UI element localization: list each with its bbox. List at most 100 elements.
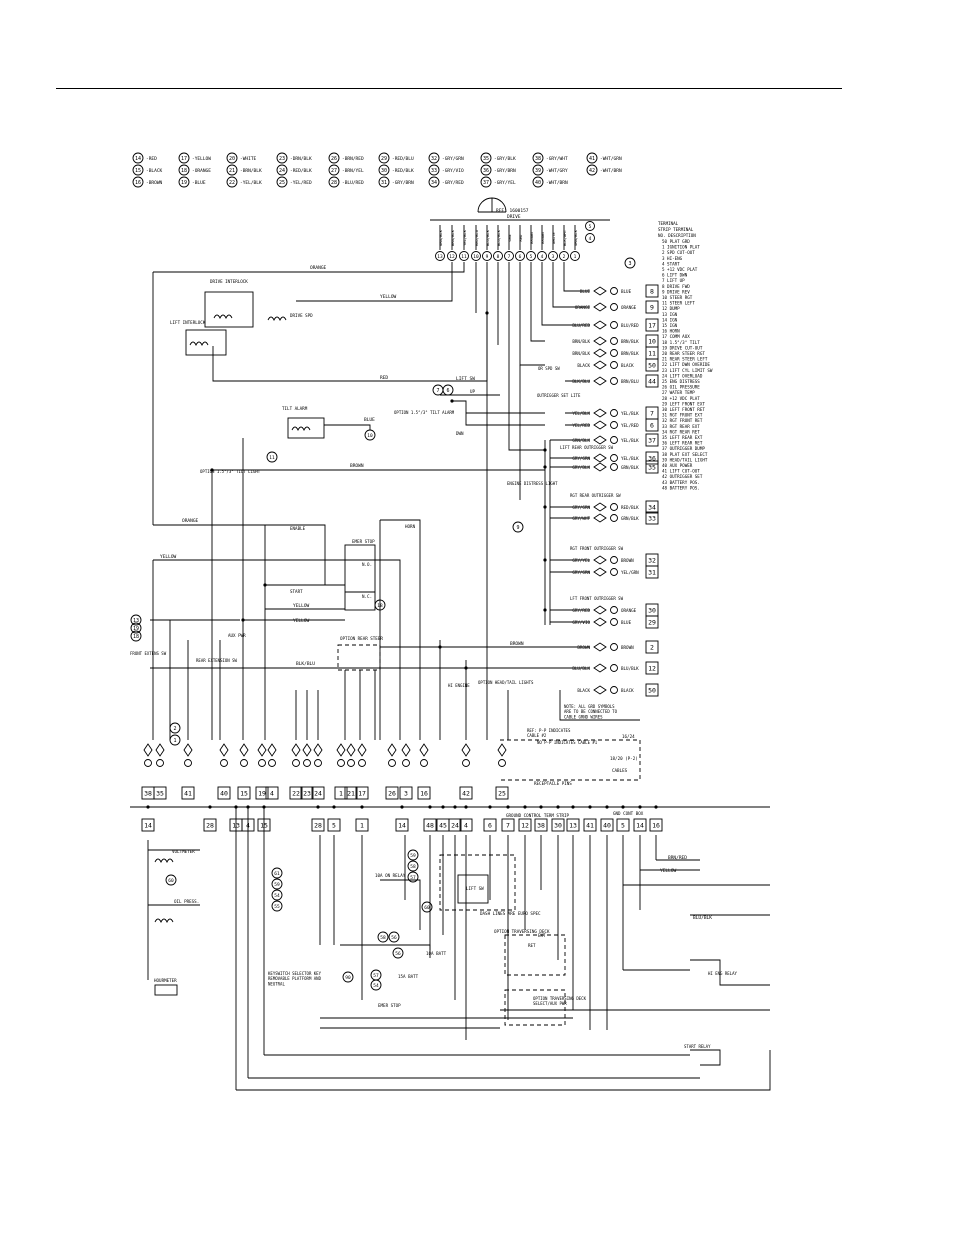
diagram-label-emer_stop: EMER STOP xyxy=(352,539,375,544)
terminal-wire-right: BLU/BLK xyxy=(621,666,639,671)
ground-strip-terminal: 12 xyxy=(518,818,532,832)
legend-color: -RED/BLU xyxy=(392,156,414,162)
terminal-number: 50 xyxy=(648,687,656,695)
connector-pin: 3 xyxy=(548,251,558,261)
junction-dot xyxy=(543,558,547,562)
terminal-strip-entry: 19 DRIVE CUT-OUT xyxy=(662,345,703,350)
callout-90: 90 xyxy=(342,971,354,983)
diagram-label-lift_interlock: LIFT INTERLOCK xyxy=(170,320,206,325)
diagram-label-yellow_top: YELLOW xyxy=(380,294,397,300)
ground-strip-terminal: 4 xyxy=(459,818,473,832)
terminal-box: 37 xyxy=(645,433,659,447)
terminal-pin xyxy=(593,663,607,673)
diagram-label-keyswitch: KEYSWITCH SELECTOR KEY xyxy=(268,971,322,976)
junction-dot xyxy=(360,805,364,809)
receptacle-number: 1 xyxy=(334,786,348,800)
diagram-label-blu_blk: BLU/BLK xyxy=(693,915,712,921)
callout-56: 56 xyxy=(388,931,400,943)
terminal-wire-right: BRN/BLK xyxy=(621,339,639,344)
callout-ring xyxy=(374,599,386,611)
receptacle-pin: 1 xyxy=(334,743,348,800)
terminal-wire-right: BLACK xyxy=(621,363,634,368)
receptacle-pin-shape xyxy=(419,743,429,757)
terminal-number: 4 xyxy=(270,790,274,798)
receptacle-pin-circle xyxy=(337,759,345,767)
terminal-strip-title: NO. DESCRIPTION xyxy=(658,233,696,238)
legend-number: 27 xyxy=(331,168,337,174)
ground-strip-terminal: 28 xyxy=(203,818,217,832)
diagram-label-yellow_c: YELLOW xyxy=(293,618,310,624)
terminal-frame xyxy=(181,786,195,800)
diagram-label-blk_blu: BLK/BLU xyxy=(296,661,315,667)
diagram-label-rgt_front: RGT FRONT OUTRIGGER SW xyxy=(570,546,624,551)
callout-number: 58 xyxy=(380,935,386,941)
legend-number: 24 xyxy=(279,168,285,174)
terminal-wire-right: BLUE xyxy=(621,620,632,625)
receptacle-pin-shape xyxy=(302,743,312,757)
legend-color: -BROWN xyxy=(146,180,163,186)
receptacle-number: 15 xyxy=(237,786,251,800)
terminal-pin-circle xyxy=(610,606,618,614)
terminal-frame xyxy=(423,818,437,832)
terminal-pin xyxy=(593,302,607,312)
terminal-frame xyxy=(217,786,231,800)
callout-ring xyxy=(169,734,181,746)
terminal-number: 17 xyxy=(648,322,656,330)
terminal-strip-title: STRIP TERMINAL xyxy=(658,227,694,232)
callout-ring xyxy=(377,931,389,943)
legend-item: 23-DRN/BLK xyxy=(276,152,312,164)
terminal-strip-entry: 32 RGT FRONT RET xyxy=(662,418,703,423)
receptacle-pin-shape xyxy=(143,743,153,757)
terminal-pin xyxy=(593,320,607,330)
terminal-wire-left: BLU/BLK xyxy=(572,666,590,671)
callout-ring xyxy=(548,251,558,261)
terminal-strip-entry: 38 PLAT EXT SELECT xyxy=(662,452,708,457)
callout-ring xyxy=(130,622,142,634)
legend-item: 15-BLACK xyxy=(132,164,163,176)
callout-ring xyxy=(471,251,481,261)
callout-11: 11 xyxy=(266,451,278,463)
terminal-number: 7 xyxy=(506,822,510,830)
callout-number: 58 xyxy=(410,864,416,870)
legend-number: 20 xyxy=(229,156,235,162)
pin-wire-label: WHITE xyxy=(551,232,556,244)
terminal-frame xyxy=(265,786,279,800)
terminal-frame xyxy=(483,818,497,832)
receptacle-pin-circle xyxy=(156,759,164,767)
receptacle-pin: 21 xyxy=(344,743,358,800)
ground-strip-terminal: 15 xyxy=(257,818,271,832)
legend-color: -GRY/BRN xyxy=(392,180,414,186)
terminal-number: 40 xyxy=(220,790,228,798)
pin-wire-label: RED xyxy=(518,234,523,242)
legend-number: 17 xyxy=(181,156,187,162)
terminal-strip-entry: 48 BATTERY POS. xyxy=(662,485,700,490)
terminal-frame xyxy=(355,818,369,832)
legend-color: -BRN/YEL xyxy=(342,168,364,174)
diagram-label-brown: BROWN xyxy=(350,463,364,469)
ref-label: REF: 1600157 xyxy=(496,208,529,214)
legend-color: -BLACK xyxy=(146,168,163,174)
diagram-label-ign_relay: 10A ON RELAY xyxy=(375,873,406,878)
legend-ring xyxy=(178,152,190,164)
legend-item: 20-WHITE xyxy=(226,152,257,164)
callout-number: 54 xyxy=(373,983,379,989)
legend-ring xyxy=(586,152,598,164)
receptacle-pin: 23 xyxy=(300,743,314,800)
callout-57b: 57 xyxy=(370,969,382,981)
ground-strip-terminal: 5 xyxy=(616,818,630,832)
diagram-label-yellow_a: YELLOW xyxy=(160,554,177,560)
terminal-frame xyxy=(534,818,548,832)
callout-number: 60 xyxy=(424,905,430,911)
terminal-number: 1 xyxy=(360,822,364,830)
junction-dot xyxy=(316,805,320,809)
callout-ring xyxy=(370,979,382,991)
terminal-pin-circle xyxy=(610,436,618,444)
receptacle-pin-shape xyxy=(357,743,367,757)
terminal-number: 28 xyxy=(314,822,322,830)
callout-number: 54 xyxy=(274,893,280,899)
terminal-strip-entry: 28 +12 VDC PLAT xyxy=(662,396,700,401)
